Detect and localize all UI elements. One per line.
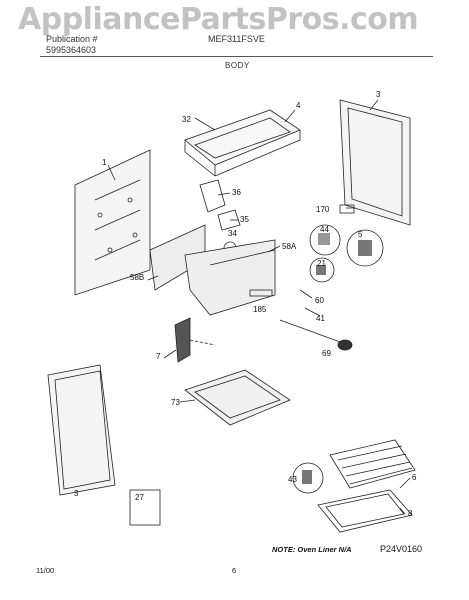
detail-27-box: [129, 489, 161, 526]
callout-5: 5: [358, 230, 363, 239]
part-3-back-panel: [339, 99, 411, 226]
callout-34: 34: [228, 229, 237, 238]
callout-32: 32: [182, 115, 191, 124]
callout-6: 6: [412, 473, 417, 482]
part-1-side-panel: [74, 149, 151, 296]
part-8-broiler-pan: [317, 489, 413, 533]
part-73-bottom-panel: [184, 369, 291, 426]
callout-58a: 58A: [282, 242, 297, 251]
callout-7: 7: [156, 352, 161, 361]
part-170-bracket: [339, 204, 355, 214]
callout-1: 1: [102, 158, 107, 167]
callout-69: 69: [322, 349, 331, 358]
footer-page-number: 6: [232, 566, 237, 575]
figure-code: P24V0160: [380, 544, 423, 554]
callout-21: 21: [317, 259, 326, 268]
part-6-oven-rack: [329, 439, 416, 489]
header-rule: [40, 56, 433, 57]
brand-line-1: Publication #: [46, 34, 98, 44]
callout-35: 35: [240, 215, 249, 224]
detail-44-circle: [309, 224, 341, 256]
callout-27: 27: [135, 493, 144, 502]
part-3-side-panel-lower: [47, 364, 116, 496]
callout-60: 60: [315, 296, 324, 305]
callout-3-lower: 3: [74, 489, 79, 498]
callout-43: 43: [288, 475, 297, 484]
detail-21-circle: [309, 257, 335, 283]
detail-5-circle: [346, 229, 384, 267]
detail-43-circle: [292, 462, 324, 494]
callout-36: 36: [232, 188, 241, 197]
part-7-bracket: [174, 317, 216, 363]
model-number: MEF311FSVE: [208, 34, 265, 44]
callout-58b: 58B: [130, 273, 144, 282]
callout-44: 44: [320, 225, 329, 234]
oven-liner-note: NOTE: Oven Liner N/A: [272, 545, 352, 554]
callout-3: 3: [376, 90, 381, 99]
section-title: BODY: [225, 61, 250, 70]
callout-4: 4: [296, 101, 301, 110]
callout-170: 170: [316, 205, 330, 214]
brand-line-2: 5995364603: [46, 45, 97, 55]
callout-41: 41: [316, 314, 325, 323]
callout-185: 185: [253, 305, 267, 314]
part-4-top-frame: [184, 109, 301, 177]
footer-date: 11/00: [36, 566, 55, 575]
callout-73: 73: [171, 398, 180, 407]
callout-8: 8: [408, 509, 413, 518]
